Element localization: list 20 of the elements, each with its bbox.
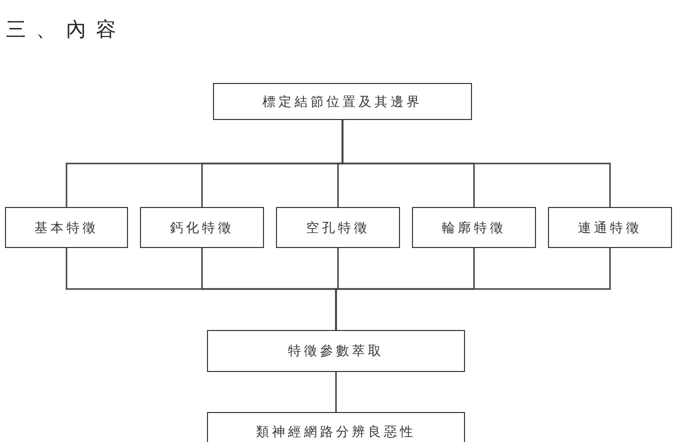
box-label: 輪廓特徵: [442, 220, 506, 236]
connector-line: [335, 248, 611, 330]
process-box: [140, 207, 264, 248]
process-box: [412, 207, 536, 248]
connector-line: [335, 372, 337, 412]
box-label: 空孔特徵: [306, 220, 370, 236]
box-label: 基本特徵: [34, 220, 98, 236]
process-box: [5, 207, 128, 248]
process-box: [207, 412, 465, 442]
connector-line: [342, 120, 611, 207]
process-box: [548, 207, 672, 248]
process-box: [276, 207, 400, 248]
process-box: [213, 83, 472, 120]
process-box: [207, 330, 465, 372]
box-label: 鈣化特徵: [170, 220, 234, 236]
box-label: 特徵參數萃取: [288, 343, 384, 360]
heading: 三、內容: [6, 16, 126, 43]
box-label: 連通特徵: [578, 220, 642, 236]
box-label: 類神經網路分辨良惡性: [256, 424, 416, 441]
box-label: 標定結節位置及其邊界: [262, 94, 422, 110]
